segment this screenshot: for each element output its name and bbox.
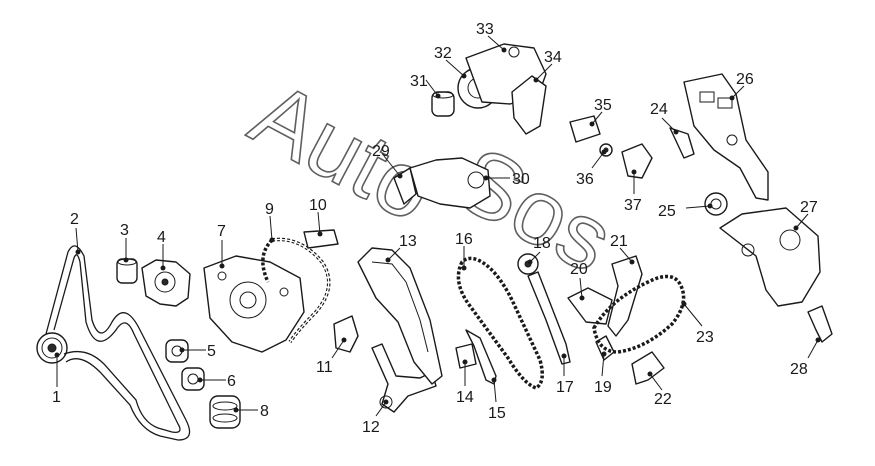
callout-36: 36 [576,171,594,188]
callout-labels: 1 2 3 4 5 6 7 8 9 10 11 12 13 14 15 16 1… [52,21,818,436]
callout-28: 28 [790,361,808,378]
part-9-oil-pump-chain [261,237,331,343]
callout-26: 26 [736,71,754,88]
part-31-alternator-pulley [431,91,455,117]
part-4-water-pump [141,259,191,307]
callout-31: 31 [410,73,428,90]
callout-27: 27 [800,199,818,216]
part-7-oil-pump-housing [203,255,305,353]
part-17-guide-rail [527,271,571,365]
part-10-chain-guide [303,229,339,249]
callout-29: 29 [372,143,390,160]
callout-9: 9 [265,201,274,218]
callout-7: 7 [217,223,226,240]
callout-5: 5 [207,343,216,360]
part-37-mount-block [621,143,653,179]
callout-37: 37 [624,197,642,214]
callout-18: 18 [533,235,551,252]
callout-22: 22 [654,391,672,408]
callout-leaders [54,35,821,417]
callout-10: 10 [309,197,327,214]
part-11-tensioner [333,315,359,353]
callout-25: 25 [658,203,676,220]
part-16-timing-chain [456,256,544,390]
callout-13: 13 [399,233,417,250]
part-13-timing-cover [357,247,443,385]
part-1-crank-pulley [36,332,68,364]
callout-16: 16 [455,231,473,248]
callout-21: 21 [610,233,628,250]
callout-33: 33 [476,21,494,38]
callout-6: 6 [227,373,236,390]
part-3-idler-roller [116,258,138,284]
callout-20: 20 [570,261,588,278]
callout-32: 32 [434,45,452,62]
callout-3: 3 [120,222,129,239]
part-30-starter-motor [409,157,491,209]
part-34-alternator-bracket [511,75,547,135]
callout-11: 11 [316,359,333,376]
callout-17: 17 [556,379,574,396]
callout-34: 34 [544,49,562,66]
callout-4: 4 [157,229,166,246]
callout-23: 23 [696,329,714,346]
callout-35: 35 [594,97,612,114]
callout-2: 2 [70,211,79,228]
callout-8: 8 [260,403,269,420]
part-2-drive-belt [45,245,191,441]
part-6-pulley [181,367,205,391]
part-26-mounting-bracket [683,73,769,201]
part-24-small-bracket [669,127,695,159]
part-20-tensioner-bracket [567,287,613,325]
part-25-idler-pulley [704,192,728,216]
callout-30: 30 [512,171,530,188]
part-12-tensioner-arm [371,343,437,413]
callout-15: 15 [488,405,506,422]
callout-24: 24 [650,101,668,118]
part-27-housing [719,207,821,307]
part-5-pulley [165,339,189,363]
part-8-pulley [209,395,241,429]
part-28-small-bracket [807,305,833,343]
callout-14: 14 [456,389,474,406]
part-22-bracket [631,351,665,385]
callout-12: 12 [362,419,380,436]
callout-19: 19 [594,379,612,396]
part-14-guide-block [455,343,477,369]
callout-1: 1 [52,389,61,406]
